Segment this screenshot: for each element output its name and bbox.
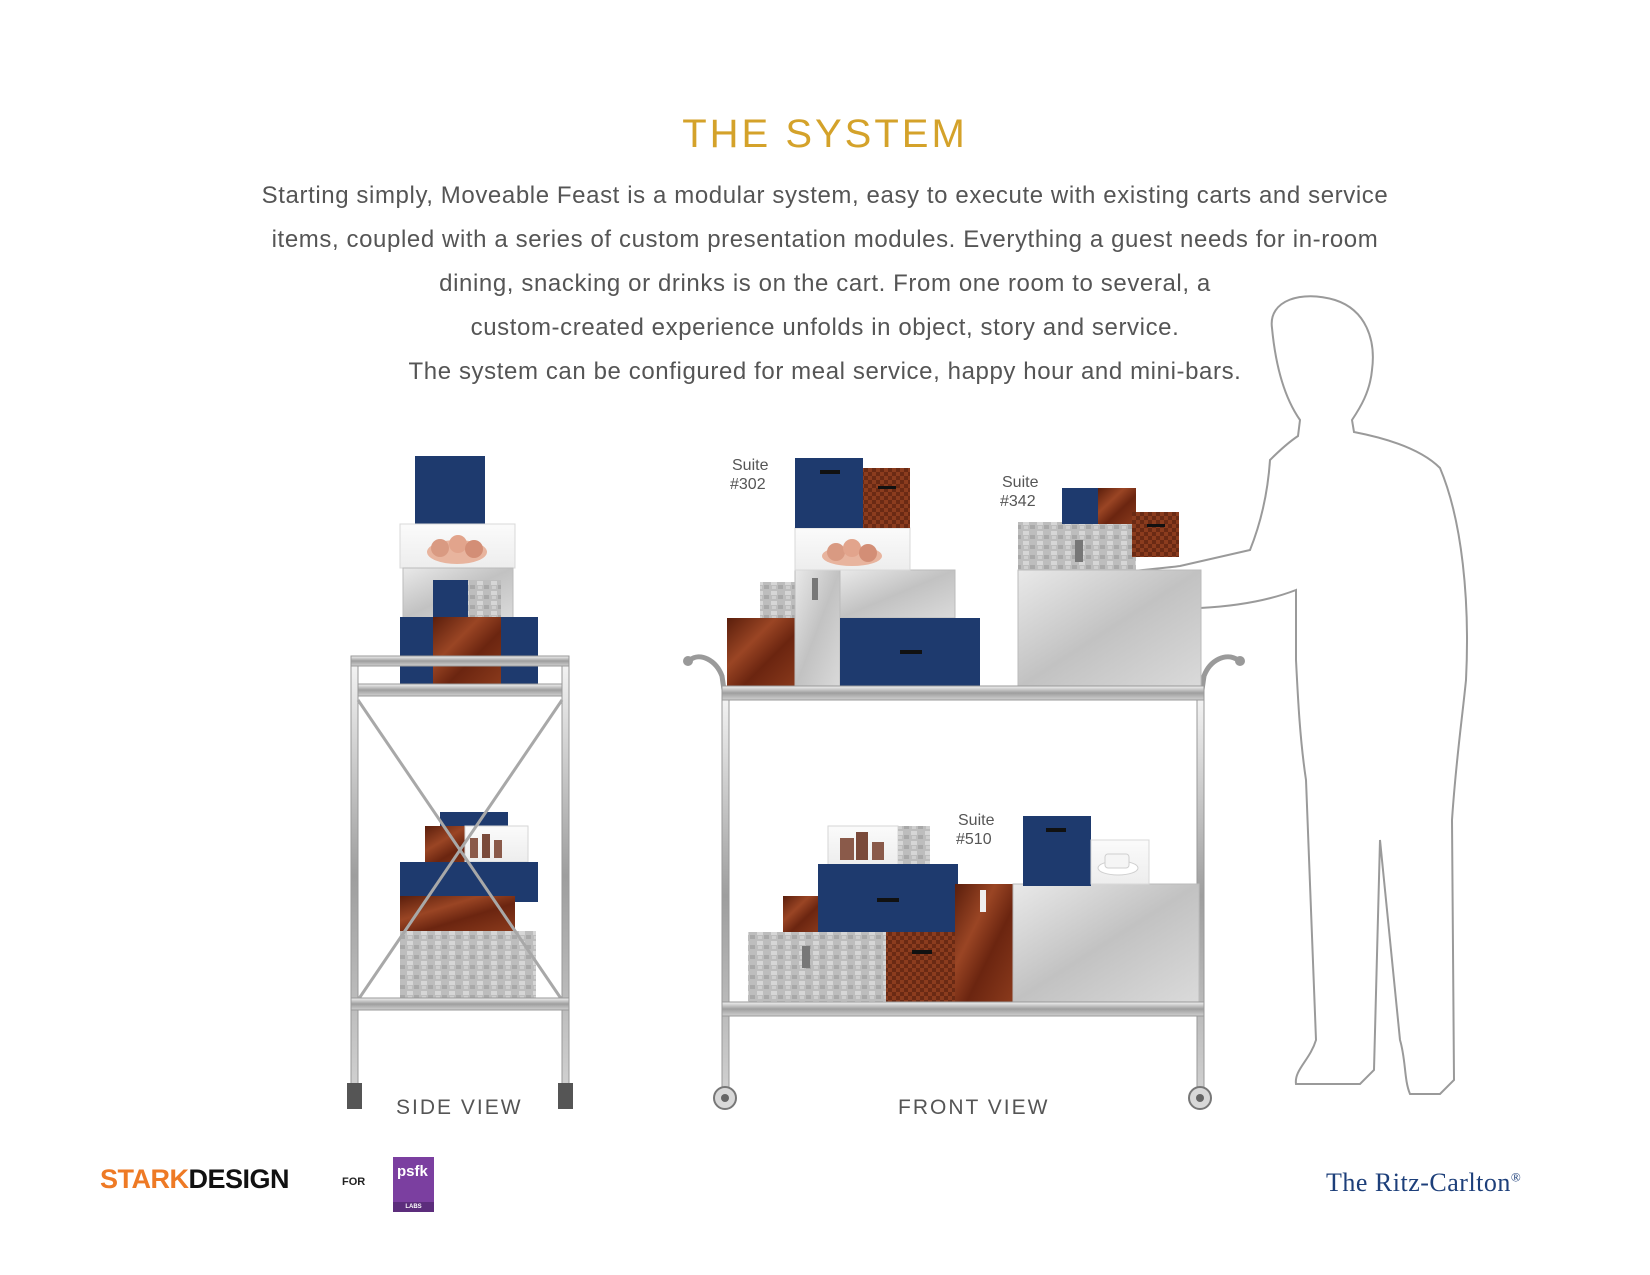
suite-342-label-line2: #342 bbox=[1000, 493, 1036, 510]
stark-design-logo: STARKDESIGN bbox=[100, 1164, 290, 1195]
registered-mark: ® bbox=[1510, 1169, 1522, 1185]
stark-text: STARK bbox=[100, 1164, 189, 1194]
ritz-carlton-text: The Ritz-Carlton bbox=[1326, 1168, 1511, 1197]
side-view-label: SIDE VIEW bbox=[396, 1096, 523, 1119]
design-text: DESIGN bbox=[188, 1164, 290, 1194]
person-silhouette bbox=[1098, 295, 1468, 1095]
psfk-labs-text: LABS bbox=[393, 1202, 434, 1212]
description-line-2: items, coupled with a series of custom p… bbox=[271, 226, 1379, 253]
suite-510-label-line2: #510 bbox=[956, 831, 992, 848]
front-view-label: FRONT VIEW bbox=[898, 1096, 1050, 1119]
suite-302-label-line1: Suite bbox=[732, 457, 769, 474]
suite-342-label-line1: Suite bbox=[1002, 474, 1039, 491]
psfk-text: psfk bbox=[397, 1163, 428, 1180]
suite-302-label-line2: #302 bbox=[730, 476, 766, 493]
front-view-cart bbox=[683, 458, 1245, 1110]
description-line-3: dining, snacking or drinks is on the car… bbox=[439, 270, 1211, 297]
side-view-cart bbox=[347, 456, 573, 1109]
description-line-5: The system can be configured for meal se… bbox=[408, 358, 1242, 385]
psfk-labs-logo: psfk LABS bbox=[393, 1157, 434, 1212]
ritz-carlton-logo: The Ritz-Carlton® bbox=[1326, 1168, 1521, 1198]
suite-510-label-line1: Suite bbox=[958, 812, 995, 829]
description-line-1: Starting simply, Moveable Feast is a mod… bbox=[261, 182, 1389, 209]
for-label: FOR bbox=[342, 1176, 366, 1188]
page-title: THE SYSTEM bbox=[682, 112, 968, 156]
description-line-4: custom-created experience unfolds in obj… bbox=[470, 314, 1180, 341]
